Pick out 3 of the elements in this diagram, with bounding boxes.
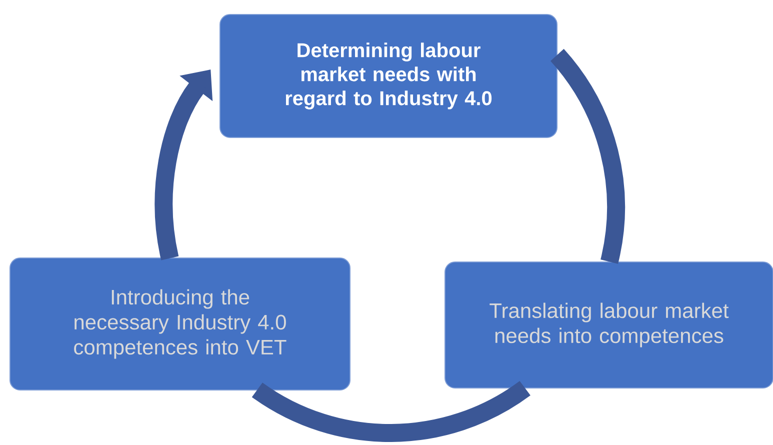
- process-box: Introducing the necessary Industry 4.0 competences into VET: [10, 258, 350, 390]
- process-box: Determining labour market needs with regard to Industry 4.0: [220, 14, 558, 138]
- process-box: Translating labour market needs into competences: [444, 262, 773, 388]
